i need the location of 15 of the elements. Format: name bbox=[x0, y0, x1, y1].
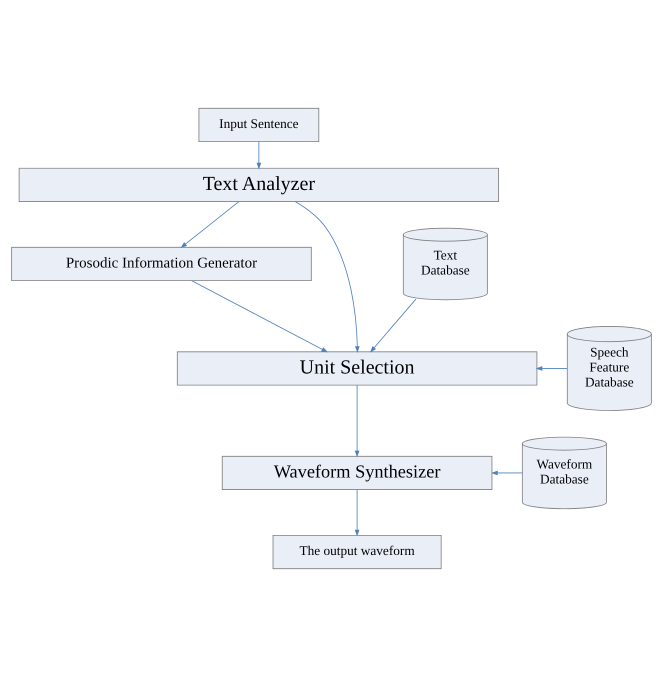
arrow bbox=[536, 366, 568, 371]
node-box: Input Sentence bbox=[198, 108, 320, 142]
arrow bbox=[354, 489, 360, 536]
node-box: Waveform Synthesizer bbox=[222, 456, 492, 490]
arrow bbox=[180, 201, 240, 248]
arrow bbox=[370, 298, 416, 353]
arrow bbox=[191, 280, 328, 352]
arrow bbox=[354, 384, 360, 458]
node-box: Unit Selection bbox=[176, 351, 538, 386]
arrow bbox=[491, 470, 523, 476]
arrow bbox=[256, 141, 262, 170]
node-box: The output waveform bbox=[272, 534, 442, 570]
node-box: Text Analyzer bbox=[18, 168, 500, 202]
arrow bbox=[294, 201, 360, 353]
node-box: Prosodic Information Generator bbox=[11, 246, 312, 282]
